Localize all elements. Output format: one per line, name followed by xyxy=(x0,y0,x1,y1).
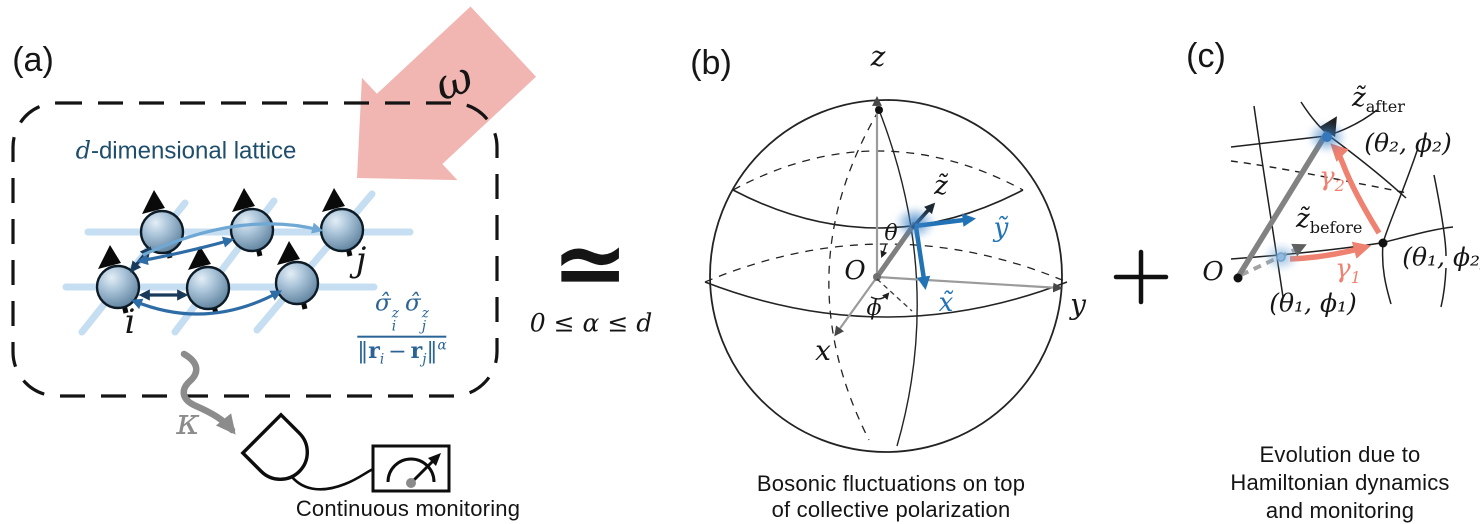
site-i-label: i xyxy=(124,302,136,342)
lab-axes xyxy=(834,96,1063,337)
north-pole-dot xyxy=(875,106,883,114)
x-axis-label: x xyxy=(815,334,831,367)
z-before-label: z̃before xyxy=(1296,204,1363,238)
panel-b-label: (b) xyxy=(690,44,732,82)
y-axis xyxy=(876,275,1063,293)
meter-icon xyxy=(371,444,451,493)
origin-label-c: O xyxy=(1202,257,1224,287)
coupling-mid-bottom xyxy=(130,290,282,316)
decay-squiggle-arrow xyxy=(180,350,236,435)
phi-arc-arrow xyxy=(870,292,890,300)
y-axis-label: y xyxy=(1070,288,1086,321)
phi-label: ϕ xyxy=(866,296,882,321)
panel-c-caption-line2: Hamiltonian dynamics xyxy=(1230,470,1450,495)
panel-c-caption-line1: Evolution due to xyxy=(1259,442,1421,467)
point-theta1-phi1-label: (θ₁, ϕ₁) xyxy=(1269,288,1357,318)
tilde-x-arrow xyxy=(913,226,931,291)
panel-b-caption-line1: Bosonic fluctuations on top xyxy=(756,471,1026,496)
phi-dashed-line xyxy=(876,278,913,312)
z-after-label: z̃after xyxy=(1352,83,1405,117)
tilde-x-label: x̃ xyxy=(938,288,954,318)
gamma1-label: γ1 xyxy=(1335,253,1361,288)
gamma2-label: γ2 xyxy=(1319,161,1345,196)
theta-label: θ xyxy=(884,221,898,246)
site-j-label: j xyxy=(355,240,367,280)
panel-b-graphics xyxy=(704,96,1068,453)
kappa-label: κ xyxy=(176,402,200,443)
point-theta1-phi2-label: (θ₁, ϕ₂) xyxy=(1402,242,1480,272)
formula-denominator: ‖ri−rj‖α xyxy=(357,337,447,368)
point-theta2-phi2-label: (θ₂, ϕ₂) xyxy=(1364,128,1452,158)
panel-c-caption-line3: and monitoring xyxy=(1265,498,1415,523)
photodetector-icon xyxy=(240,412,309,481)
panel-a-label: (a) xyxy=(12,41,54,79)
bloch-sphere-outline xyxy=(709,99,1063,453)
tilde-z-label: z̃ xyxy=(934,171,948,201)
tilde-y-label: ỹ xyxy=(993,213,1009,243)
lattice-title: d-dimensional lattice xyxy=(75,136,297,165)
x-axis xyxy=(834,276,878,337)
origin-dot-c xyxy=(1233,273,1243,283)
coupling-arrows xyxy=(129,222,324,316)
z-axis-label: z xyxy=(870,40,886,73)
panel-a-graphics xyxy=(11,6,537,493)
simeq-symbol: ≃ xyxy=(551,210,629,317)
state-after-dot xyxy=(1322,132,1332,142)
coupling-long-range xyxy=(142,222,324,257)
panel-c-label: (c) xyxy=(1186,37,1226,75)
coupling-mid-top xyxy=(136,236,235,266)
plus-sign xyxy=(1113,249,1169,305)
panel-b-caption-line2: of collective polarization xyxy=(771,497,1011,522)
fraction-bar xyxy=(357,335,447,338)
point-theta1-phi2-dot xyxy=(1378,238,1388,248)
drive-arrow xyxy=(357,6,537,181)
monitoring-caption: Continuous monitoring xyxy=(295,496,521,521)
detector-wire xyxy=(291,467,374,491)
alpha-constraint: 0 ≤ α ≤ d xyxy=(529,308,653,338)
theta-tick-arrow xyxy=(880,243,888,258)
state-before-dot xyxy=(1276,252,1286,262)
origin-label-b: O xyxy=(844,256,866,286)
origin-dot xyxy=(873,273,881,281)
